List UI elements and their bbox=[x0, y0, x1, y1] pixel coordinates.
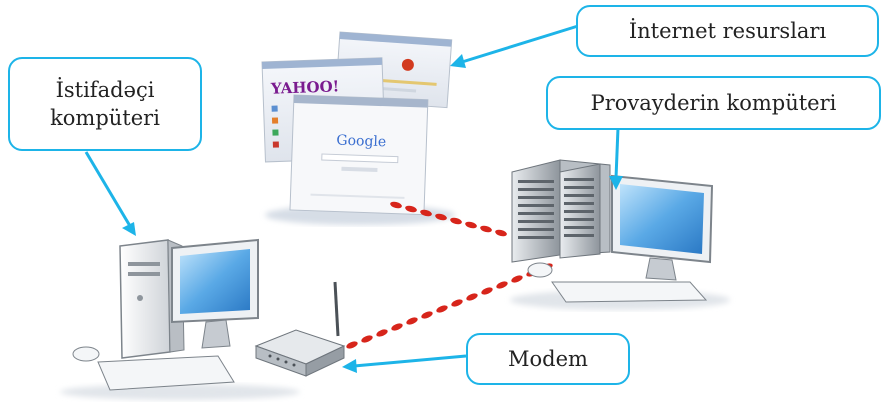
arrow-provider-computer bbox=[609, 127, 623, 190]
arrow-internet-resources bbox=[450, 24, 579, 68]
callout-arrows bbox=[84, 24, 623, 373]
user-computer-label-line2: kompüteri bbox=[50, 106, 160, 130]
web-pages-icon: YAHOO! Google bbox=[261, 31, 455, 225]
arrow-modem bbox=[342, 354, 467, 373]
modem-label: Modem bbox=[466, 333, 630, 385]
yahoo-logo: YAHOO! bbox=[270, 77, 340, 97]
internet-resources-label: İnternet resursları bbox=[576, 5, 879, 57]
arrow-user-computer bbox=[84, 151, 136, 236]
user-computer-label: İstifadəçi kompüteri bbox=[8, 57, 202, 151]
user-computer-label-line1: İstifadəçi bbox=[55, 78, 155, 102]
modem-icon bbox=[254, 281, 346, 377]
google-logo: Google bbox=[336, 133, 386, 151]
user-computer-icon bbox=[60, 238, 300, 400]
provider-computer-label: Provayderin kompüteri bbox=[546, 76, 881, 130]
provider-server-icon bbox=[510, 159, 730, 310]
